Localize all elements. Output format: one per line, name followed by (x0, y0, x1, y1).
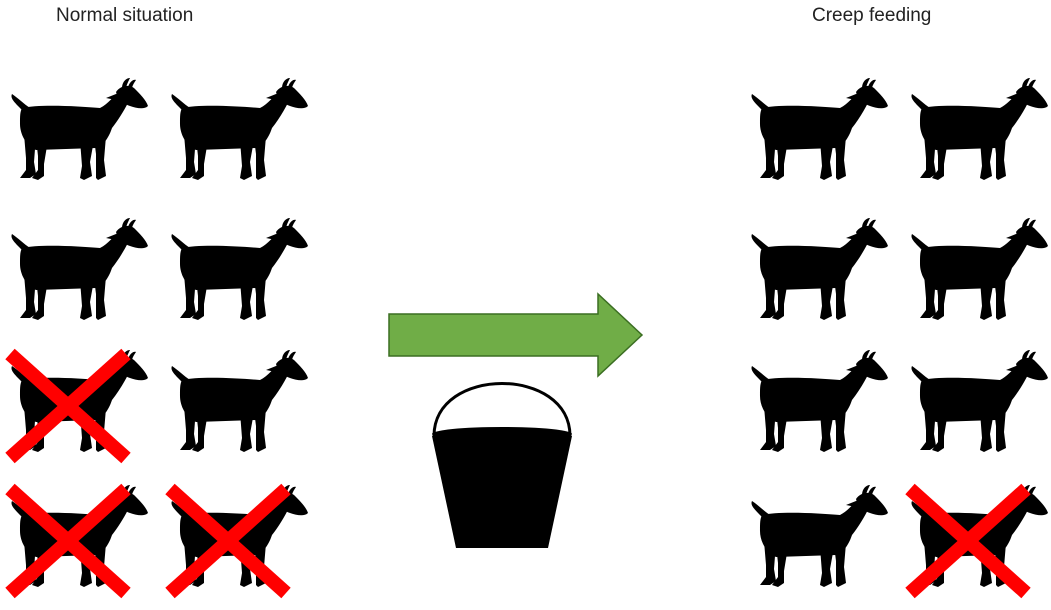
goat-alive (168, 350, 308, 460)
goat-alive (908, 350, 1048, 460)
red-cross-icon (5, 348, 131, 464)
goat-alive (8, 78, 148, 188)
bucket-icon (432, 382, 572, 548)
goat-alive (908, 218, 1048, 328)
goat-silhouette-icon (751, 78, 888, 180)
creep-feeding-title: Creep feeding (812, 5, 932, 26)
bucket-body (432, 436, 572, 548)
red-cross-icon (5, 483, 131, 599)
goat-dead (905, 483, 1048, 599)
goat-silhouette-icon (171, 78, 308, 180)
goat-silhouette-icon (911, 350, 1048, 452)
goat-alive (908, 78, 1048, 188)
goat-silhouette-icon (171, 218, 308, 320)
goat-silhouette-icon (751, 350, 888, 452)
goat-silhouette-icon (171, 350, 308, 452)
goat-silhouette-icon (11, 78, 148, 180)
goat-dead (5, 348, 148, 464)
goat-alive (748, 218, 888, 328)
goat-silhouette-icon (751, 485, 888, 587)
goat-silhouette-icon (11, 218, 148, 320)
goat-alive (168, 218, 308, 328)
red-cross-icon (165, 483, 291, 599)
goat-silhouette-icon (911, 78, 1048, 180)
goat-alive (8, 218, 148, 328)
bucket-handle (432, 382, 572, 437)
goat-silhouette-icon (751, 218, 888, 320)
goat-alive (748, 350, 888, 460)
red-cross-icon (905, 483, 1031, 599)
right-arrow-icon (388, 292, 644, 378)
goat-alive (748, 485, 888, 595)
normal-situation-title: Normal situation (56, 5, 194, 26)
goat-alive (168, 78, 308, 188)
goat-dead (5, 483, 148, 599)
goat-dead (165, 483, 308, 599)
goat-alive (748, 78, 888, 188)
goat-silhouette-icon (911, 218, 1048, 320)
arrow-shape (388, 292, 644, 378)
